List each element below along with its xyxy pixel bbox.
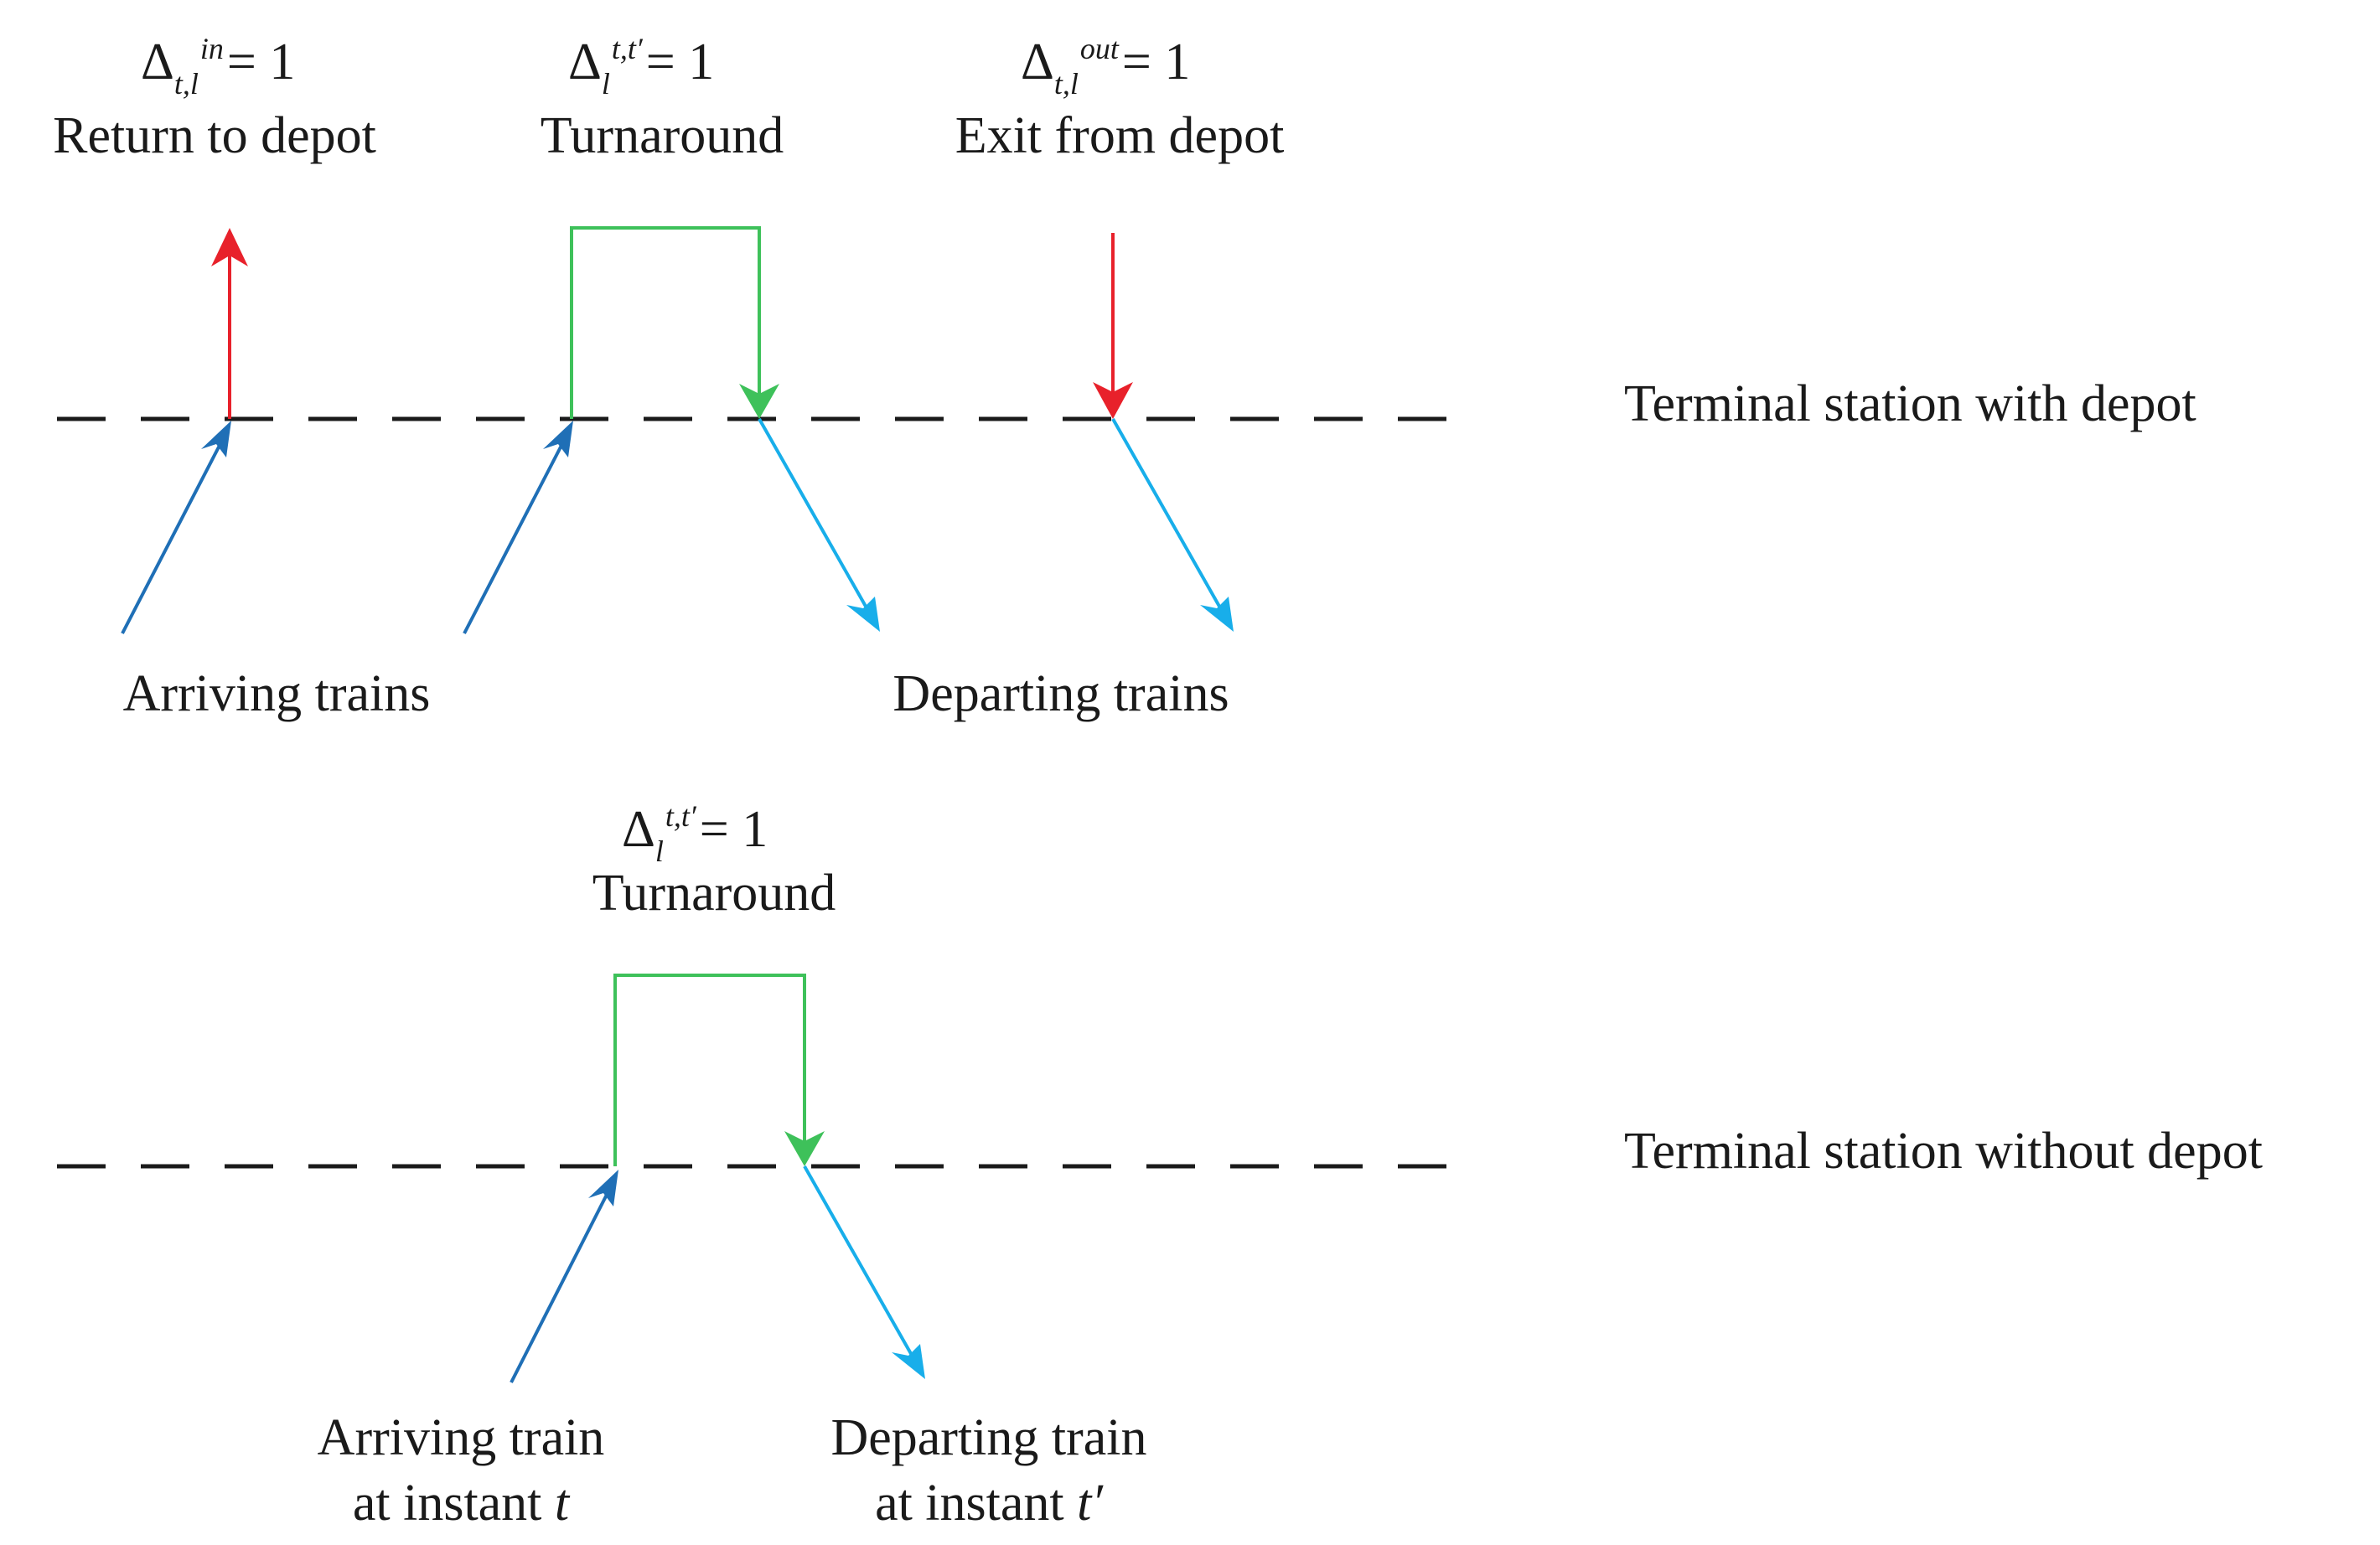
station-with-depot-label: Terminal station with depot (1624, 375, 2196, 432)
station-without-depot-label: Terminal station without depot (1624, 1123, 2263, 1180)
turnaround-path-without-depot (613, 974, 806, 1166)
turnaround-label-no-depot: Turnaround (592, 865, 836, 922)
return-to-depot-arrowhead (211, 228, 248, 266)
departing-train-arrow-2 (1111, 418, 1227, 617)
return-to-depot-label: Return to depot (53, 107, 376, 164)
arriving-train-label-line1: Arriving train (318, 1409, 605, 1466)
departing-train-arrowhead-1 (846, 597, 880, 632)
exit-from-depot-equation: Δt,lout= 1 (1021, 32, 1190, 101)
panel-without-depot: Δlt,t′= 1 Turnaround Arriving train at i… (57, 799, 2263, 1532)
turnaround-label: Turnaround (541, 107, 784, 164)
turnaround-path-with-depot (570, 226, 761, 419)
arriving-train-label-line2: at instant t (353, 1475, 571, 1532)
arriving-train-arrowhead-no-depot (588, 1170, 618, 1207)
departing-trains-label: Departing trains (892, 665, 1229, 722)
turnaround-arrowhead-with-depot (739, 384, 779, 419)
arriving-train-arrow-2 (463, 435, 568, 634)
departing-train-label-line2: at instant t′ (875, 1475, 1104, 1532)
arriving-train-arrow-no-depot (510, 1184, 613, 1383)
turnaround-equation: Δlt,t′= 1 (568, 32, 714, 101)
departing-train-label-line1: Departing train (830, 1409, 1146, 1466)
exit-from-depot-label: Exit from depot (955, 107, 1285, 164)
departing-train-arrowhead-no-depot (892, 1344, 925, 1379)
turnaround-arrowhead-without-depot (784, 1131, 825, 1166)
turnaround-equation-no-depot: Δlt,t′= 1 (622, 799, 768, 868)
departing-train-arrow-no-depot (803, 1165, 918, 1365)
arriving-train-arrowhead-2 (543, 421, 573, 457)
arriving-train-arrowhead-1 (201, 421, 231, 457)
exit-from-depot-arrowhead (1093, 382, 1133, 419)
return-to-depot-equation: Δt,lin= 1 (141, 32, 295, 101)
panel-with-depot: Δt,lin= 1 Return to depot Δlt,t′= 1 Turn… (53, 32, 2196, 722)
departing-train-arrowhead-2 (1200, 597, 1234, 632)
arriving-trains-label: Arriving trains (123, 665, 431, 722)
arriving-train-arrow-1 (121, 435, 226, 634)
departing-train-arrow-1 (758, 418, 873, 617)
